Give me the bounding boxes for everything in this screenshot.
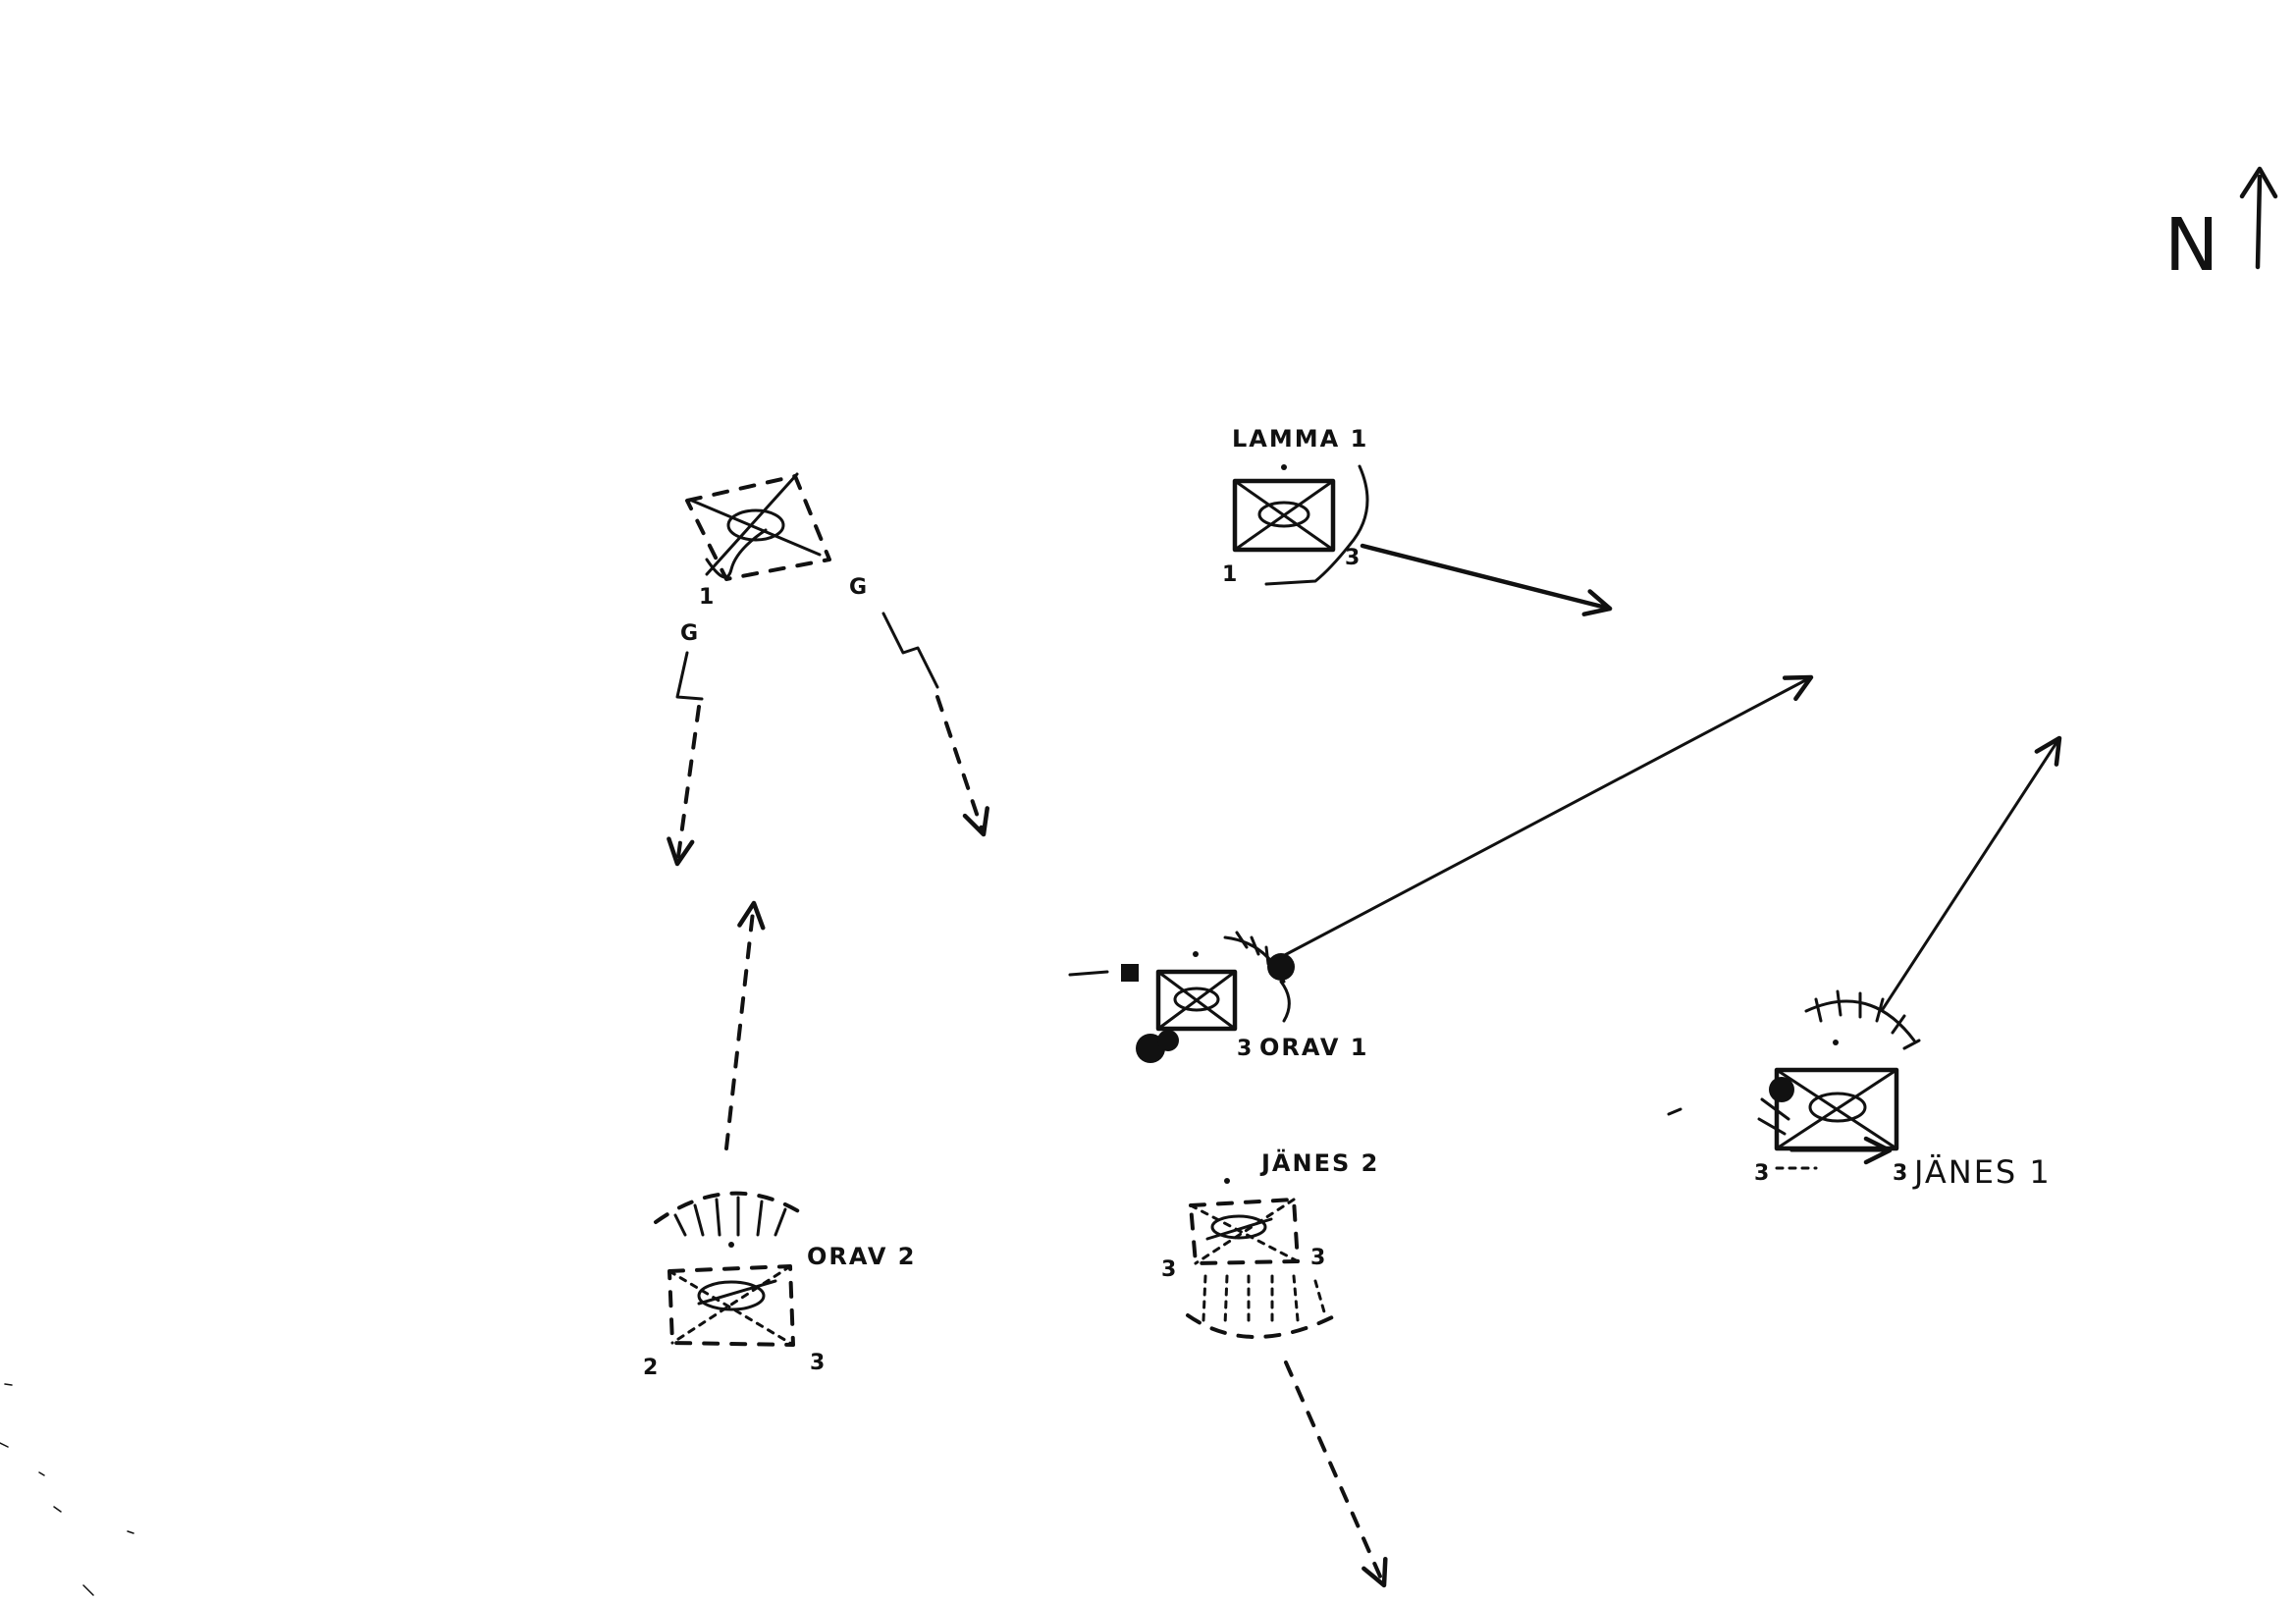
camera-janes2-icon xyxy=(1186,1178,1342,1339)
camera-lamma1: LAMMA 1 1 3 xyxy=(1222,425,1369,587)
camera-orav2-icon xyxy=(654,1191,807,1347)
camera-orav1-icon xyxy=(1068,931,1295,1063)
camera-lamma1-port-3: 3 xyxy=(1345,546,1360,570)
camera-janes1-icon xyxy=(1667,989,1921,1170)
dashed-arrow-orav2-north xyxy=(724,900,766,1150)
camera-orav2-label: ORAV 2 xyxy=(807,1243,916,1270)
dashed-arrow-janes2-south xyxy=(1284,1361,1388,1588)
camera-janes2-port-3-left: 3 xyxy=(1161,1257,1176,1282)
camera-orav2-port-3: 3 xyxy=(810,1351,825,1375)
arrow-lamma1-east xyxy=(1360,543,1613,616)
camera-janes1-label: JÄNES 1 xyxy=(1912,1153,2052,1191)
camera-orav1-port-3: 3 xyxy=(1237,1037,1252,1061)
camera-lamma1-label: LAMMA 1 xyxy=(1232,425,1368,453)
camera-orav1-label: ORAV 1 xyxy=(1259,1034,1368,1061)
camera-janes1: 3 3 JÄNES 1 xyxy=(1667,989,2052,1191)
camera-janes2-label: JÄNES 2 xyxy=(1259,1148,1379,1177)
camera-janes2: JÄNES 2 3 3 xyxy=(1161,1148,1379,1339)
arrow-janes1-northeast xyxy=(1881,735,2062,1011)
camera-lamma1-icon xyxy=(1232,464,1369,586)
dashed-arrow-down-left xyxy=(667,705,701,867)
camera-unnamed-port-g-right: G xyxy=(849,575,867,600)
camera-orav2-port-2: 2 xyxy=(643,1356,658,1380)
camera-unnamed-port-1: 1 xyxy=(699,585,714,610)
camera-unnamed-port-g-left: G xyxy=(680,621,698,646)
dashed-arrow-down-right xyxy=(935,695,989,837)
scan-speckles xyxy=(0,1383,134,1596)
arrow-orav1-northeast xyxy=(1279,674,1814,959)
camera-janes1-port-3-right: 3 xyxy=(1893,1161,1907,1186)
camera-janes2-port-3-right: 3 xyxy=(1310,1246,1325,1270)
camera-orav2: ORAV 2 2 3 xyxy=(643,1191,916,1380)
north-arrow-icon xyxy=(2239,166,2278,270)
north-marker: N xyxy=(2164,166,2278,288)
camera-orav1: 3 ORAV 1 xyxy=(1068,931,1368,1063)
camera-unnamed-icon xyxy=(685,472,831,581)
camera-unnamed: 1 G G xyxy=(675,472,939,701)
camera-unnamed-bracket-right xyxy=(881,612,939,689)
camera-unnamed-bracket-left xyxy=(675,651,704,701)
camera-lamma1-port-1: 1 xyxy=(1222,562,1237,587)
camera-janes1-port-3-left: 3 xyxy=(1754,1161,1769,1186)
north-label: N xyxy=(2164,203,2218,288)
